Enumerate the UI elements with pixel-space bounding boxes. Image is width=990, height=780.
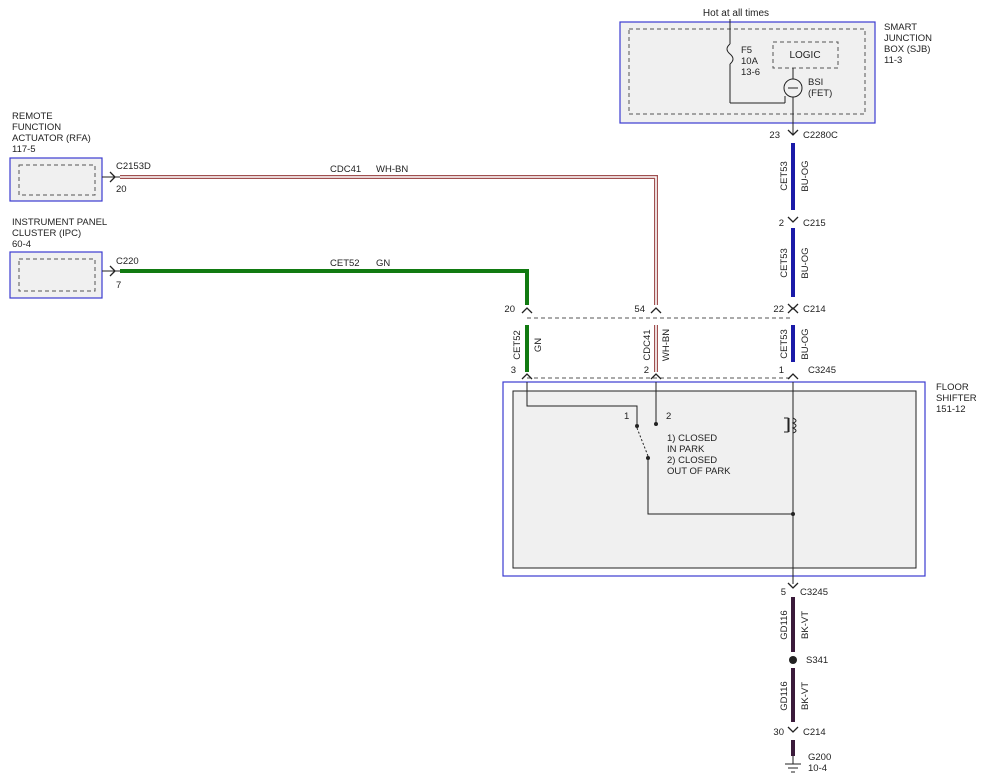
- c220-name: C220: [116, 256, 139, 267]
- ground-name: G200: [808, 752, 831, 763]
- fuse-symbol: [726, 43, 734, 65]
- hot-at-all-times-label: Hot at all times: [703, 8, 769, 19]
- cdc41-color-label: WH-BN: [376, 164, 408, 175]
- c214-bottom-name: C214: [803, 727, 826, 738]
- c3245-pin-1: 1: [779, 365, 784, 376]
- ipc-name: INSTRUMENT PANEL CLUSTER (IPC) 60-4: [12, 217, 109, 250]
- cet53-circuit-label-2: CET53: [779, 248, 790, 278]
- wire-cet52: [120, 269, 529, 372]
- c2280c-name: C2280C: [803, 130, 838, 141]
- cet53-color-label-2: BU-OG: [800, 247, 811, 278]
- switch-description: 1) CLOSED IN PARK 2) CLOSED OUT OF PARK: [667, 433, 731, 477]
- c214-pin-20: 20: [504, 304, 515, 315]
- ground-ref: 10-4: [808, 763, 827, 774]
- c214-pin-54: 54: [634, 304, 645, 315]
- cet53-color-label-1: BU-OG: [800, 160, 811, 191]
- gd116-color-label-2: BK-VT: [800, 682, 811, 710]
- cet53-circuit-label-1: CET53: [779, 161, 790, 191]
- logic-label: LOGIC: [789, 50, 820, 61]
- cet52-color-label: GN: [376, 258, 390, 269]
- cdc41-vertical-circuit-label: CDC41: [642, 329, 653, 360]
- fuse-label: F5 10A 13-6: [741, 45, 760, 78]
- wire-cdc41: [120, 175, 658, 372]
- c2153d-pin: 20: [116, 184, 127, 195]
- cet53-color-label-3: BU-OG: [800, 328, 811, 359]
- splice-s341: [789, 656, 797, 664]
- cdc41-circuit-label: CDC41: [330, 164, 361, 175]
- c3245-pin-2: 2: [644, 365, 649, 376]
- cet52-vertical-circuit-label: CET52: [512, 330, 523, 360]
- splice-label: S341: [806, 655, 828, 666]
- c215-name: C215: [803, 218, 826, 229]
- c3245-pin-3: 3: [511, 365, 516, 376]
- c214-pin-22: 22: [773, 304, 784, 315]
- switch-pin-1: 1: [624, 411, 629, 422]
- gd116-circuit-label-1: GD116: [779, 610, 790, 639]
- c2280c-pin: 23: [769, 130, 780, 141]
- c220-pin: 7: [116, 280, 121, 291]
- floor-shifter-name: FLOOR SHIFTER 151-12: [936, 382, 979, 415]
- logic-box: [772, 41, 839, 69]
- c214-name: C214: [803, 304, 826, 315]
- floor-shifter-box: [502, 381, 926, 577]
- shifter-internal-wiring: [526, 382, 797, 584]
- sjb-box: LOGIC: [619, 19, 876, 124]
- c215-pin: 2: [779, 218, 784, 229]
- gd116-color-label-1: BK-VT: [800, 611, 811, 639]
- connector-symbols: [109, 129, 799, 733]
- ipc-box: [9, 251, 103, 299]
- rfa-box: [9, 157, 103, 202]
- ground-symbol: [785, 756, 801, 773]
- c3245-bottom-pin: 5: [781, 587, 786, 598]
- rfa-name: REMOTE FUNCTION ACTUATOR (RFA) 117-5: [12, 111, 93, 155]
- c3245-name: C3245: [808, 365, 836, 376]
- cdc41-vertical-color-label: WH-BN: [661, 329, 672, 361]
- sjb-name: SMART JUNCTION BOX (SJB) 11-3: [884, 22, 935, 66]
- cet52-vertical-color-label: GN: [533, 338, 544, 352]
- switch-pin-2: 2: [666, 411, 671, 422]
- bsi-label: BSI (FET): [808, 77, 832, 99]
- c214-bottom-pin: 30: [773, 727, 784, 738]
- cet53-circuit-label-3: CET53: [779, 329, 790, 359]
- gd116-circuit-label-2: GD116: [779, 681, 790, 710]
- c3245-bottom-name: C3245: [800, 587, 828, 598]
- c2153d-name: C2153D: [116, 161, 151, 172]
- cet52-circuit-label: CET52: [330, 258, 360, 269]
